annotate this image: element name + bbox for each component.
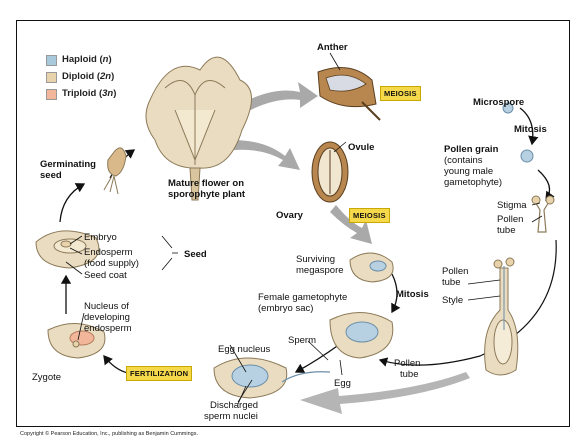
germinating-seed-illustration: [104, 148, 126, 194]
anther-illustration: [318, 68, 380, 121]
seed-label: Seed: [184, 249, 207, 260]
pollen-tube-label-2b: tube: [442, 277, 461, 288]
pollen-tube-label-1b: tube: [497, 225, 516, 236]
legend-haploid-sym: n: [103, 54, 109, 65]
egg-label: Egg: [334, 378, 351, 389]
leader-lines: [66, 53, 542, 404]
pollen-tube-label-3b: tube: [400, 369, 419, 380]
pollen-grain-label: Pollen grain: [444, 144, 499, 155]
meiosis-tag-ovary: MEIOSIS: [349, 208, 390, 223]
surviving-megaspore-label-2: megaspore: [296, 265, 344, 276]
ovule-illustration: [312, 142, 348, 202]
stigma-illustration: [532, 196, 554, 232]
pollen-to-stigma-arrow: [538, 170, 550, 200]
discharged-sperm-label-1: Discharged: [210, 400, 258, 411]
legend-swatch-diploid: [46, 72, 57, 83]
nucleus-developing-label-2: developing: [84, 312, 130, 323]
stigma-label: Stigma: [497, 200, 527, 211]
copyright-notice: Copyright © Pearson Education, Inc., pub…: [20, 431, 198, 437]
style-to-egg-arrow: [380, 240, 556, 365]
pistil-with-pollen-tube-illustration: [485, 258, 518, 375]
anther-label: Anther: [317, 42, 348, 53]
ovule-label: Ovule: [348, 142, 374, 153]
endosperm-detail: (food supply): [84, 258, 139, 269]
pollen-grain-detail-1: (contains: [444, 155, 483, 166]
megaspore-ovule-illustration: [350, 253, 393, 282]
legend-triploid: Triploid (3n): [62, 88, 116, 99]
mitosis-label-1: Mitosis: [514, 124, 547, 135]
legend-diploid-word: Diploid: [62, 71, 94, 82]
legend-diploid: Diploid (2n): [62, 71, 114, 82]
pollen-grain-detail-2: young male: [444, 166, 493, 177]
flower-to-ovule-arrow: [232, 140, 300, 170]
legend-triploid-word: Triploid: [62, 88, 96, 99]
meiosis-tag-anther: MEIOSIS: [380, 86, 421, 101]
germinating-seed-label-1: Germinating: [40, 159, 96, 170]
fertilization-tag: FERTILIZATION: [126, 366, 192, 381]
discharged-sperm-label-2: sperm nuclei: [204, 411, 258, 422]
legend-diploid-sym: 2n: [100, 71, 111, 82]
mitosis-label-2: Mitosis: [396, 289, 429, 300]
mature-flower-label-2: sporophyte plant: [168, 189, 246, 200]
pollen-tube-label-2a: Pollen: [442, 266, 468, 277]
pollen-tube-label-1a: Pollen: [497, 214, 523, 225]
pollen-grain-detail-3: gametophyte): [444, 177, 502, 188]
legend-haploid: Haploid (n): [62, 54, 112, 65]
legend-swatch-triploid: [46, 89, 57, 100]
nucleus-developing-label-1: Nucleus of: [84, 301, 129, 312]
seed-to-germinating-arrow: [60, 184, 84, 222]
embryo-sac-illustration: [330, 312, 393, 358]
embryo-label: Embryo: [84, 232, 117, 243]
pollen-grain-illustration: [521, 150, 533, 162]
embryo-sac-to-fertilization-arrow: [296, 344, 340, 372]
ovary-label: Ovary: [276, 210, 304, 221]
style-label: Style: [442, 295, 463, 306]
endosperm-label: Endosperm: [84, 247, 133, 258]
sperm-label: Sperm: [288, 335, 316, 346]
legend-swatch-haploid: [46, 55, 57, 66]
legend-triploid-sym: 3n: [102, 88, 113, 99]
pollen-tube-label-3a: Pollen: [394, 358, 420, 369]
fertilization-ovule-illustration: [214, 358, 330, 398]
fertilization-to-zygote-arrow: [104, 356, 128, 373]
nucleus-developing-label-3: endosperm: [84, 323, 132, 334]
germinating-seed-label-2: seed: [40, 170, 62, 181]
microspore-label: Microspore: [473, 97, 524, 108]
seed-coat-label: Seed coat: [84, 270, 127, 281]
female-gametophyte-label-1: Female gametophyte: [258, 292, 347, 303]
legend-haploid-word: Haploid: [62, 54, 97, 65]
mature-flower-label-1: Mature flower on: [168, 178, 244, 189]
surviving-megaspore-label-1: Surviving: [296, 254, 335, 265]
egg-nucleus-label: Egg nucleus: [218, 344, 271, 355]
pollen-to-fertilization-arrow: [300, 372, 470, 414]
female-gametophyte-label-2: (embryo sac): [258, 303, 313, 314]
zygote-label: Zygote: [32, 372, 61, 383]
